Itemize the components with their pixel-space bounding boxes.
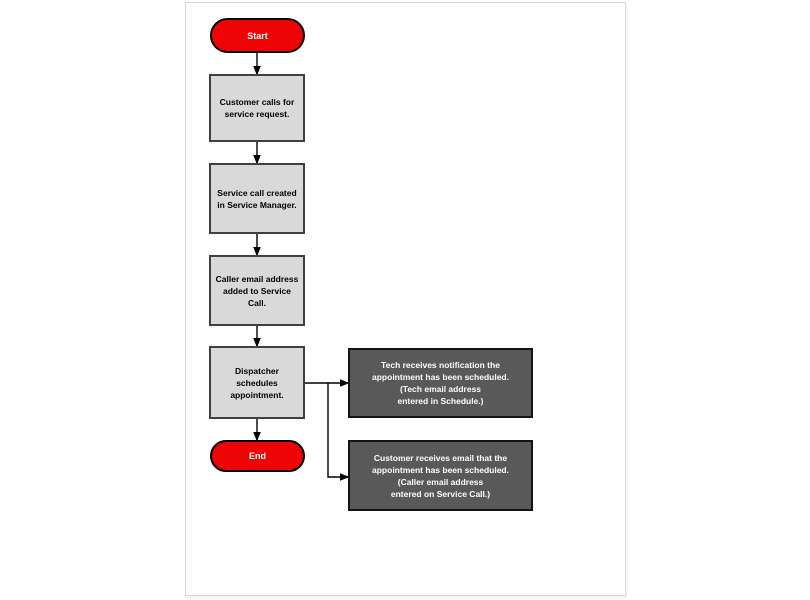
end-label: End [249, 451, 266, 461]
step-label: Customer calls for service request. [219, 97, 295, 119]
flow-node-end[interactable]: End [210, 440, 305, 472]
note-label: Tech receives notification the appointme… [372, 360, 509, 406]
step-label: Dispatcher schedules appointment. [230, 365, 284, 400]
flow-node-start[interactable]: Start [210, 18, 305, 53]
flow-node-dispatcher-schedules[interactable]: Dispatcher schedules appointment. [209, 346, 305, 419]
flow-node-service-call-created[interactable]: Service call created in Service Manager. [209, 163, 305, 234]
flow-node-caller-email-added[interactable]: Caller email address added to Service Ca… [209, 255, 305, 326]
note-label: Customer receives email that the appoint… [372, 452, 509, 499]
start-label: Start [247, 30, 268, 41]
flow-node-customer-email[interactable]: Customer receives email that the appoint… [348, 440, 533, 511]
step-label: Caller email address added to Service Ca… [215, 273, 299, 308]
step-label: Service call created in Service Manager. [217, 187, 297, 210]
flow-node-tech-notification[interactable]: Tech receives notification the appointme… [348, 348, 533, 418]
flow-node-customer-calls[interactable]: Customer calls for service request. [209, 74, 305, 142]
